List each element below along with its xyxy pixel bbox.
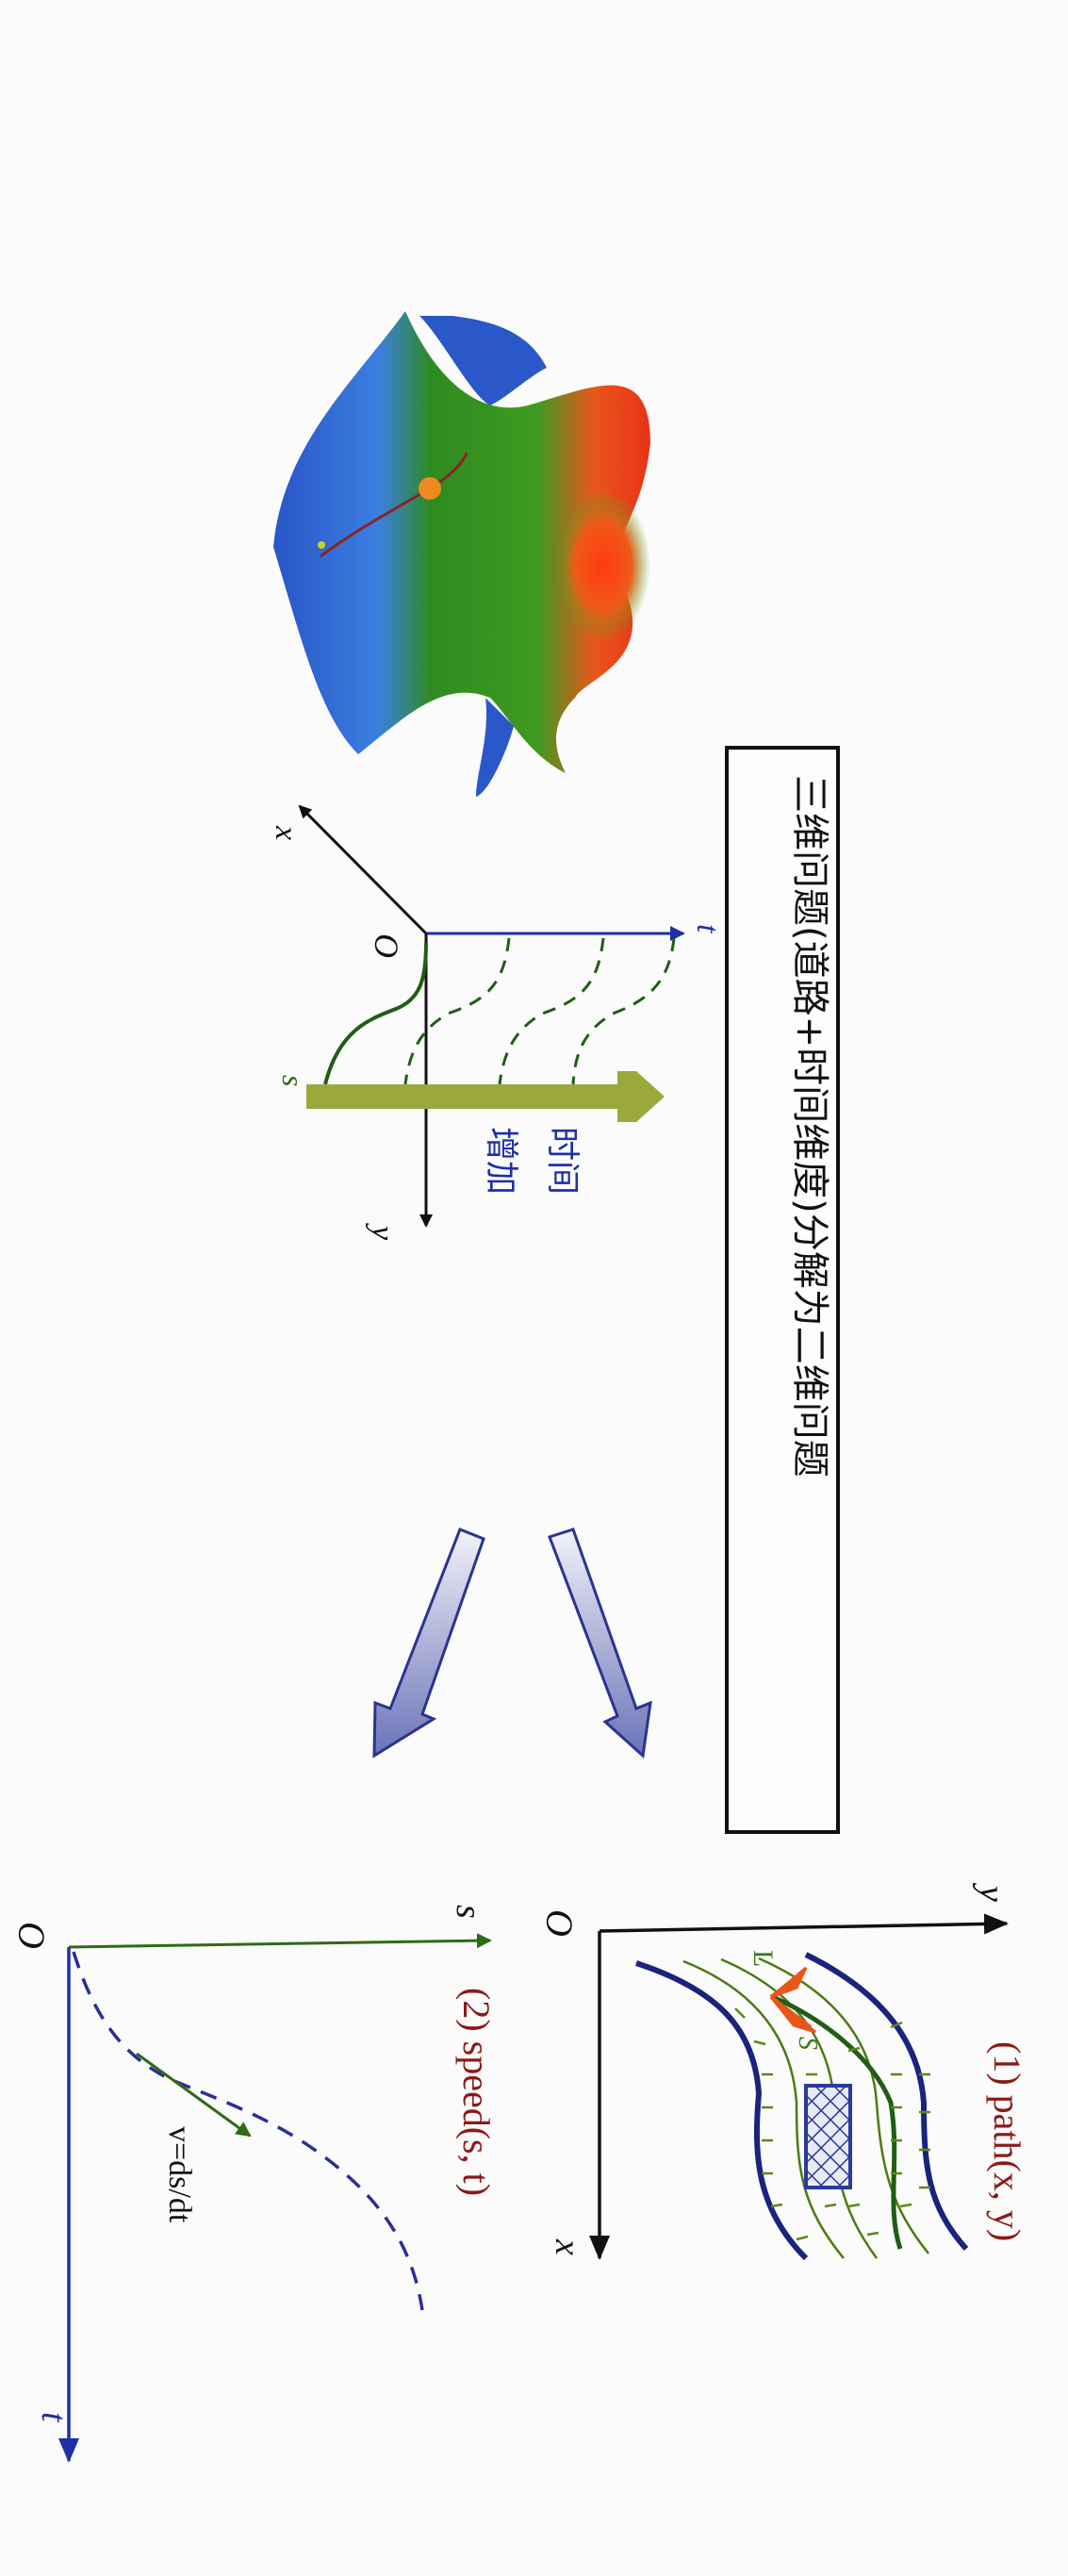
surface-3d-figure [273,311,650,797]
planned-path [771,1994,903,2250]
surface-top-fold [419,316,547,405]
path-panel: y x O L [538,1882,1028,2261]
path-s-label: S [793,2037,822,2050]
velocity-tangent-arrow [136,2052,252,2138]
road-edge-left [635,1960,809,2261]
trajectory-point [419,477,441,500]
arrow-to-path-panel [548,1527,652,1759]
lane-line-2 [720,1957,879,2259]
obstacle [804,2084,852,2189]
title-box: 三维问题(道路+时间维度)分解为二维问题 [725,746,840,1834]
speed-panel-title: (2) speed(s, t) [455,1988,498,2196]
surface-red-peak [556,490,650,641]
decomposition-arrows [372,1527,652,1759]
st-profile-curve [72,1951,424,2311]
surface-body [273,311,650,773]
trajectory-path [320,452,468,558]
dashed-profile-3 [571,937,676,1085]
axes-3d: x t y O s 时间 增加 [269,804,725,1241]
velocity-label: v=ds/dt [162,2126,197,2223]
trajectory-start [318,541,325,549]
path-x-label: x [548,2238,587,2255]
path-panel-title: (1) path(x, y) [986,2041,1028,2241]
y-axis-3d-label: y [365,1223,400,1241]
speed-s-label: s [449,1905,488,1919]
s-label-3d: s [276,1075,310,1086]
speed-origin-label: O [10,1922,53,1949]
time-increase-label-2: 增加 [482,1127,520,1195]
path-origin-label: O [538,1909,581,1937]
speed-s-axis [68,1933,492,1949]
arrow-to-speed-panel [372,1527,485,1759]
t-axis-3d-label: t [690,924,725,934]
time-increase-arrow [306,1071,665,1122]
speed-panel: s t O v=ds/dt (2) speed(s, t) [10,1905,498,2463]
origin-3d-label: O [368,933,405,958]
speed-t-label: t [34,2412,74,2423]
dashed-profile-1 [403,937,511,1085]
title-box-text: 三维问题(道路+时间维度)分解为二维问题 [788,775,831,1478]
green-profile-curve [323,942,428,1085]
path-y-label: y [972,1882,1011,1902]
x-axis-3d-label: x [269,825,304,840]
surface-bottom-fold [476,698,514,797]
x-axis-3d [298,804,428,935]
lane-line-3 [758,1957,929,2254]
dashed-profile-2 [498,937,605,1085]
road-edge-right [804,1952,969,2251]
lane-line-1 [682,1959,845,2259]
path-l-label: L [748,1950,779,1967]
path-y-axis [599,1913,1009,1935]
time-increase-label-1: 时间 [543,1127,582,1195]
